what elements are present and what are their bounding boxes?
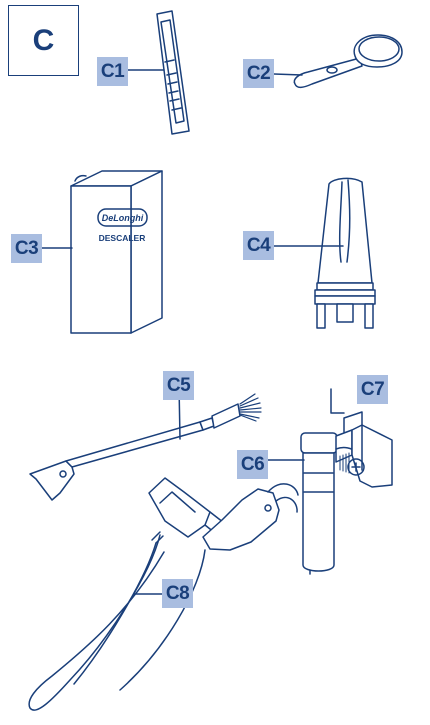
callout-c3: C3 bbox=[11, 234, 42, 263]
cleaning-tool-illustration bbox=[267, 389, 392, 574]
callout-c8: C8 bbox=[162, 579, 193, 608]
test-strip-illustration bbox=[127, 11, 189, 134]
cleaning-brush-illustration bbox=[30, 385, 261, 500]
descaler-brand: DeLonghi bbox=[102, 213, 144, 223]
callout-c4: C4 bbox=[243, 231, 274, 260]
callout-c7: C7 bbox=[357, 375, 388, 404]
callout-c6: C6 bbox=[237, 450, 268, 479]
descaler-product: DESCALER bbox=[99, 233, 146, 243]
callout-c5: C5 bbox=[163, 371, 194, 400]
descaler-box-illustration bbox=[42, 171, 162, 333]
callout-c1: C1 bbox=[97, 57, 128, 86]
callout-c2: C2 bbox=[243, 59, 274, 88]
water-filter-illustration bbox=[274, 178, 375, 328]
measuring-spoon-illustration bbox=[274, 35, 402, 87]
